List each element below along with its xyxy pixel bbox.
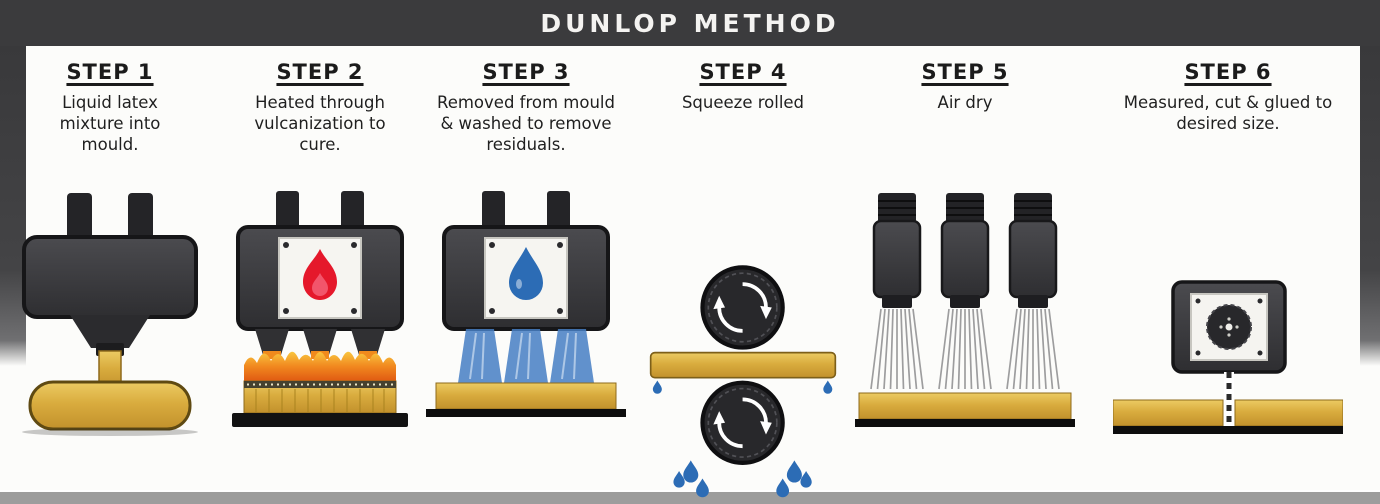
right-edge-bar [1360, 46, 1380, 366]
rotation-arrows-icon [717, 397, 768, 449]
step-2-label: STEP 2 [276, 60, 364, 84]
funnels [255, 329, 385, 359]
flame-icon [303, 249, 337, 300]
mould-press-icon [22, 193, 198, 436]
step-6-description: Measured, cut & glued to desired size. [1123, 93, 1333, 134]
step-3-illustration [426, 191, 626, 436]
vulcanization-machine [232, 191, 408, 427]
water-droplet-icon [509, 247, 543, 300]
step-5-label: STEP 5 [921, 60, 1009, 84]
step-2-illustration [220, 191, 420, 436]
rotation-arrows-icon [717, 282, 768, 333]
bottom-roller [700, 380, 785, 465]
step-3-label: STEP 3 [482, 60, 570, 84]
step-4-label: STEP 4 [699, 60, 787, 84]
step-1-label: STEP 1 [66, 60, 154, 84]
dispenser-machine [22, 193, 198, 356]
footer-bar [0, 490, 1380, 504]
step-1-description: Liquid latex mixture into mould. [59, 93, 161, 155]
latex-mould [22, 350, 198, 436]
step-6-label: STEP 6 [1184, 60, 1272, 84]
dryer-units [872, 191, 1058, 310]
latex-slab [1113, 399, 1343, 434]
step-3-description: Removed from mould & washed to remove re… [436, 93, 615, 155]
water-sprays [458, 329, 594, 383]
washing-machine [426, 191, 626, 417]
step-1: STEP 1 Liquid latex mixture into mould. [0, 46, 220, 492]
title-bar: DUNLOP METHOD [0, 0, 1380, 46]
step-2-description: Heated through vulcanization to cure. [254, 93, 386, 155]
step-5: STEP 5 Air dry [854, 46, 1076, 492]
latex-slab [426, 382, 626, 417]
squeeze-rollers [649, 265, 837, 498]
latex-slab [855, 392, 1075, 427]
top-roller [700, 265, 785, 350]
step-6: STEP 6 Measured, cut & glued to desired … [1076, 46, 1380, 492]
latex-slab [649, 351, 837, 379]
step-4: STEP 4 Squeeze rolled [632, 46, 854, 498]
left-edge-bar [0, 46, 26, 366]
air-bristles [870, 308, 1060, 390]
step-6-illustration [1113, 278, 1343, 436]
heated-mould [232, 380, 408, 427]
air-dryer-icon [855, 191, 1075, 427]
step-3: STEP 3 Removed from mould & washed to re… [420, 46, 632, 492]
step-4-illustration [649, 254, 837, 498]
step-2: STEP 2 Heated through vulcanization to c… [220, 46, 420, 492]
step-5-description: Air dry [937, 93, 993, 112]
page-title: DUNLOP METHOD [540, 8, 840, 38]
step-1-illustration [10, 191, 210, 436]
step-5-illustration [855, 191, 1075, 436]
step-4-description: Squeeze rolled [681, 93, 805, 112]
saw-blade-icon [1206, 304, 1252, 350]
fire-flames [244, 351, 396, 381]
steps-row: STEP 1 Liquid latex mixture into mould. [0, 46, 1380, 498]
cutting-machine [1113, 280, 1343, 434]
